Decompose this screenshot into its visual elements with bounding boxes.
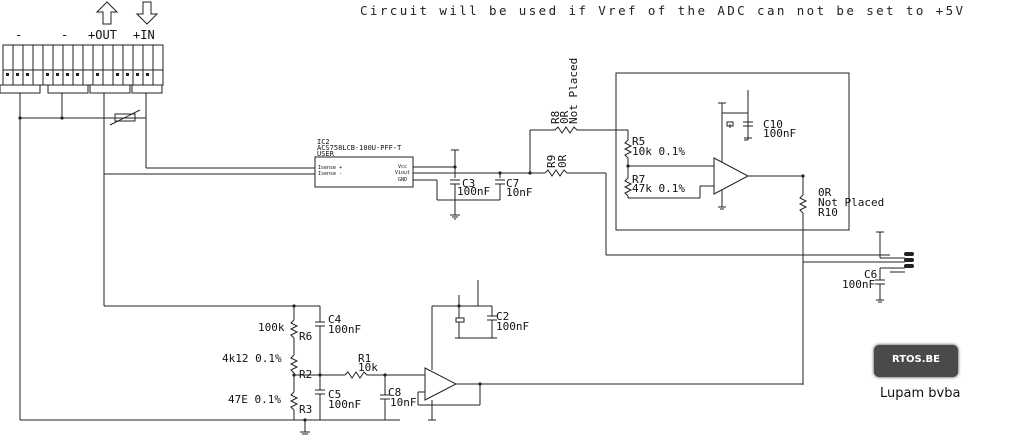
connector-pins-right [904, 252, 914, 268]
logo-text: RTOS.BE [891, 354, 941, 365]
r1-ref: R1 [358, 352, 371, 365]
c3-value: 100nF [457, 185, 490, 198]
r8-resistor [554, 126, 620, 134]
c8-value: 10nF [390, 396, 417, 409]
wires-left [19, 93, 400, 421]
c2-ref: C2 [496, 310, 509, 323]
r7-ref: R7 [632, 173, 645, 186]
r5-ref: R5 [632, 135, 645, 148]
r10-value: 0R [818, 186, 832, 199]
connector-label-minus-1: - [15, 28, 22, 42]
terminal-connector [0, 44, 164, 94]
connector-label-out: +OUT [88, 28, 117, 42]
c5-ref: C5 [328, 388, 341, 401]
c7-ref: C7 [506, 177, 519, 190]
ic2-pin-isense-plus: Isense + [318, 165, 342, 171]
connector-label-in: +IN [133, 28, 155, 42]
c2-value: 100nF [496, 320, 529, 333]
wires-ic2-out [413, 129, 555, 220]
c7-value: 10nF [506, 186, 533, 199]
r6-value: 100k [258, 321, 285, 334]
r3-value: 47E 0.1% [228, 393, 281, 406]
ic2-pin-viout: Viout [395, 170, 410, 176]
c3-ref: C3 [462, 177, 475, 190]
ic2-pin-isense-minus: Isense - [318, 171, 342, 177]
down-arrow-icon [135, 1, 159, 25]
r2-value: 4k12 0.1% [222, 352, 282, 365]
ic2-pin-gnd: GND [398, 177, 407, 183]
r9-resistor [544, 169, 606, 177]
c8-ref: C8 [388, 386, 401, 399]
r10-note: Not Placed [818, 196, 884, 209]
c10-value: 100nF [763, 127, 796, 140]
r9-value: 0R [556, 154, 569, 168]
r3-ref: R3 [299, 403, 312, 416]
c6-value: 100nF [842, 278, 875, 291]
r9-ref: R9 [545, 155, 558, 168]
connector-label-minus-2: - [61, 28, 68, 42]
c5-value: 100nF [328, 398, 361, 411]
c4-ref: C4 [328, 313, 342, 326]
optional-subcircuit-frame [615, 72, 850, 231]
ic2-ref: IC2 [317, 138, 330, 146]
ic2-part: ACS758LCB-100U-PFF-T [317, 144, 402, 152]
c10-ref: C10 [763, 118, 783, 131]
c4-value: 100nF [328, 323, 361, 336]
r5-value: 10k 0.1% [632, 145, 685, 158]
company-name: Lupam bvba [880, 386, 961, 401]
r2-ref: R2 [299, 368, 312, 381]
r1-value: 10k [358, 361, 378, 374]
r10-ref: R10 [818, 206, 838, 219]
r8-value: 0R [558, 110, 571, 124]
r7-value: 47k 0.1% [632, 182, 685, 195]
r8-ref: R8 [549, 111, 562, 124]
output-connector [803, 231, 905, 303]
wires-lower-circuit [289, 280, 804, 435]
rtos-logo: RTOS.BE [874, 345, 958, 377]
up-arrow-icon [95, 1, 119, 25]
wires-boxed-subcircuit [605, 90, 890, 385]
c6-ref: C6 [864, 268, 877, 281]
header-note: Circuit will be used if Vref of the ADC … [360, 3, 965, 18]
ic2-pin-vcc: Vcc [398, 164, 407, 170]
ic2-user: USER [317, 150, 335, 158]
junction-dots [18, 116, 805, 422]
r8-note: Not Placed [567, 58, 580, 124]
ic2-sensor: IC2 ACS758LCB-100U-PFF-T USER Isense + I… [314, 138, 414, 188]
r6-ref: R6 [299, 330, 312, 343]
